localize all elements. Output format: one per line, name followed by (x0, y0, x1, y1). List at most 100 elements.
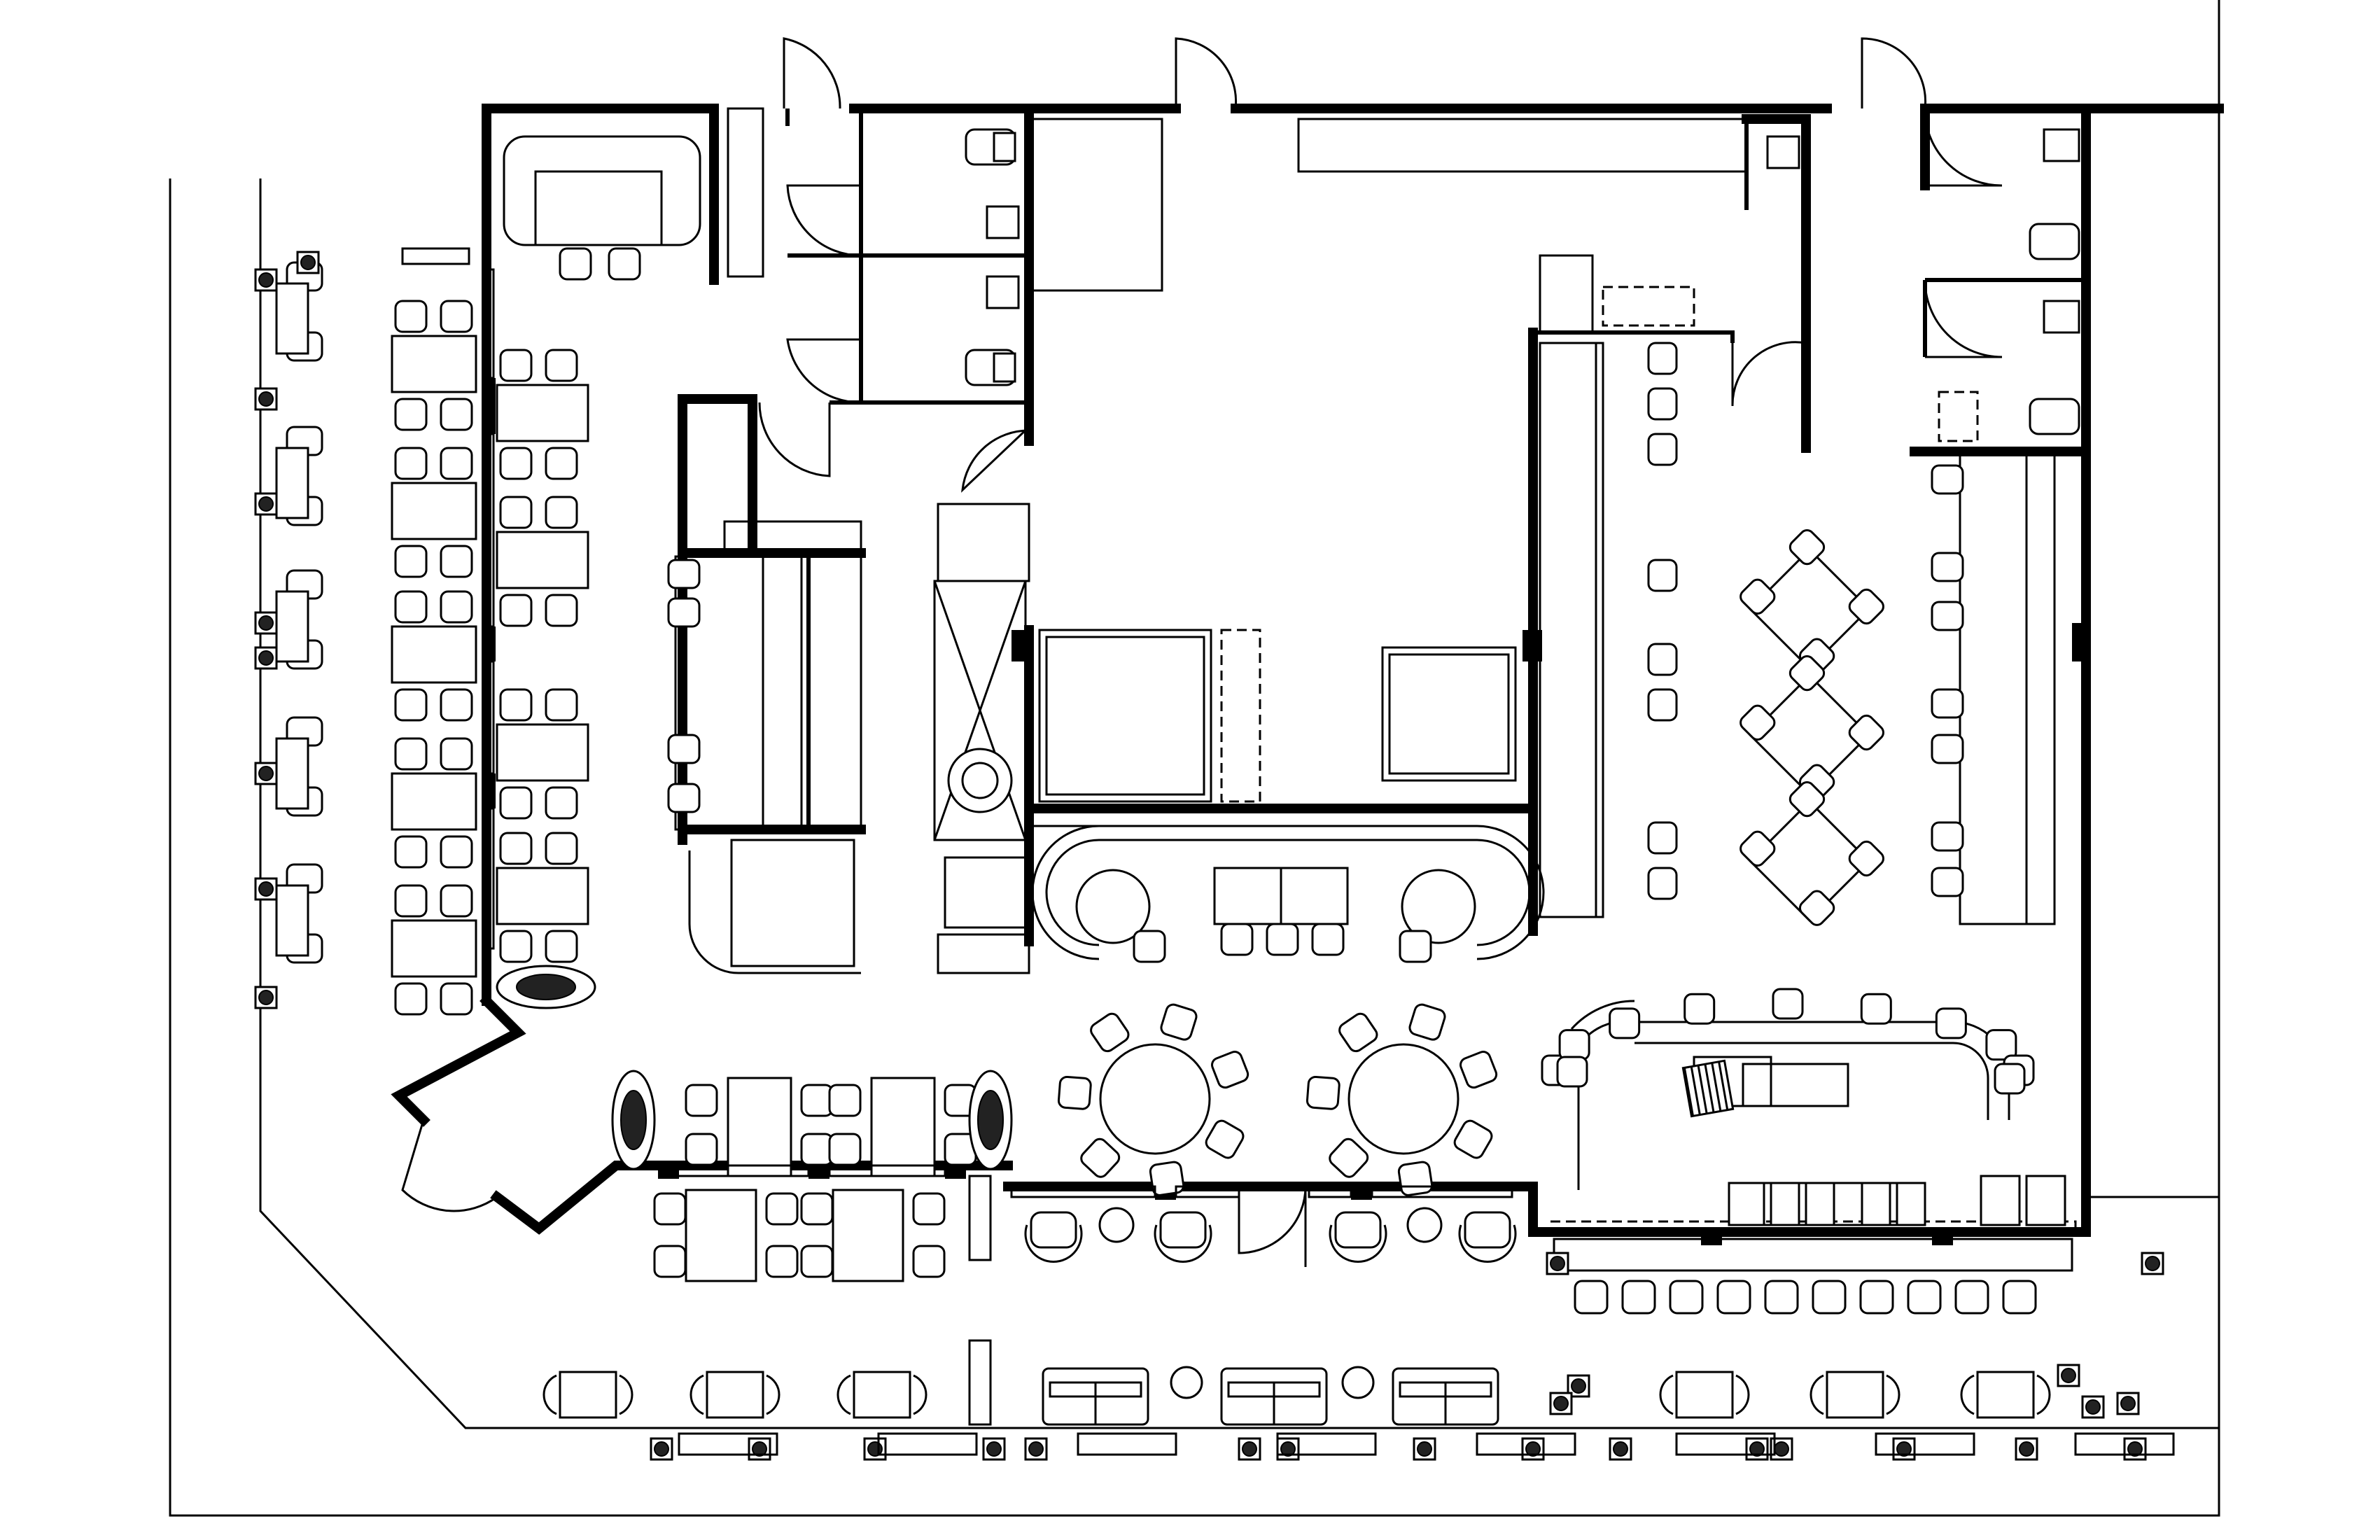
planter-box (1875, 1432, 1975, 1456)
planter (254, 762, 278, 785)
chair (1848, 588, 1884, 625)
planter-box (2074, 1432, 2175, 1456)
plant-bed (611, 1070, 656, 1170)
chair (545, 496, 578, 529)
chair (800, 1133, 834, 1166)
chair (667, 559, 701, 589)
planter (254, 646, 278, 670)
table (496, 867, 589, 925)
table (391, 919, 477, 978)
chair (440, 545, 473, 578)
chair (1740, 830, 1776, 867)
chair (1772, 988, 1804, 1020)
side-table (1406, 1207, 1443, 1243)
chair (1057, 1075, 1092, 1110)
round-tables (1057, 1003, 1498, 1399)
table (391, 625, 477, 684)
bar-counter (1549, 1000, 2077, 1272)
diamond-table (1740, 528, 1884, 674)
side-table (1341, 1366, 1375, 1399)
planter (1413, 1437, 1436, 1461)
chair (653, 1192, 687, 1226)
chair (394, 447, 428, 480)
chair (608, 247, 641, 281)
planter (1745, 1437, 1769, 1461)
chair (912, 1245, 946, 1278)
chair (1764, 1280, 1799, 1315)
outdoor-furnishings (401, 247, 992, 1426)
chair (1558, 1029, 1590, 1061)
chair (1460, 1051, 1498, 1089)
chair (1211, 1051, 1250, 1089)
chair (545, 594, 578, 627)
chair (1809, 1374, 1824, 1415)
chair (800, 1245, 834, 1278)
chair (1647, 559, 1678, 592)
chair (1812, 1280, 1847, 1315)
chair (440, 884, 473, 918)
chair (1080, 1138, 1121, 1178)
chair (440, 835, 473, 869)
chair (1659, 1374, 1674, 1415)
chair (1860, 993, 1892, 1025)
chair (1609, 1007, 1641, 1040)
chair (499, 349, 533, 382)
table (275, 590, 309, 663)
chair (1931, 688, 1964, 719)
chair (1399, 930, 1432, 963)
chair (394, 300, 428, 333)
chair (1960, 1374, 1975, 1415)
planter-box (1077, 1432, 1177, 1456)
chair (1408, 1003, 1446, 1041)
table (496, 723, 589, 782)
chair (836, 1374, 851, 1415)
chair (542, 1374, 557, 1415)
planter (1276, 1437, 1300, 1461)
chair (1621, 1280, 1656, 1315)
planter (254, 611, 278, 635)
planter (650, 1437, 673, 1461)
chair (800, 1084, 834, 1117)
table (391, 772, 477, 831)
chair (1931, 821, 1964, 852)
planter (1238, 1437, 1261, 1461)
chair (1859, 1280, 1894, 1315)
chair (1453, 1119, 1493, 1159)
right-booths (1539, 342, 2056, 925)
round-table (1099, 1043, 1211, 1155)
planter (254, 492, 278, 516)
chair (394, 688, 428, 722)
table (870, 1077, 936, 1177)
chair (1931, 552, 1964, 582)
chair (1266, 923, 1299, 956)
sofas (678, 1367, 2175, 1456)
chair (499, 930, 533, 963)
chair (440, 447, 473, 480)
table (685, 1189, 757, 1282)
planter (1546, 1252, 1569, 1275)
planter-box (1276, 1432, 1377, 1456)
windows (482, 268, 1513, 1198)
table (275, 282, 309, 355)
doors[interactable] (401, 37, 2003, 1267)
table (391, 335, 477, 393)
planter (1024, 1437, 1048, 1461)
chair (1848, 840, 1884, 877)
table (1826, 1371, 1884, 1419)
chair (1556, 1056, 1588, 1088)
chair (1886, 1374, 1900, 1415)
chair (499, 688, 533, 722)
chair (1907, 1280, 1942, 1315)
planter (2057, 1364, 2080, 1387)
chair (1788, 528, 1826, 566)
chair (1788, 780, 1826, 818)
chair (1935, 1007, 1967, 1040)
planter (863, 1437, 887, 1461)
chair (394, 398, 428, 431)
exterior-walls (391, 104, 2224, 1237)
chair (800, 1192, 834, 1226)
chair (1090, 1012, 1130, 1053)
table (391, 482, 477, 540)
table (1976, 1371, 2035, 1419)
chair (394, 835, 428, 869)
